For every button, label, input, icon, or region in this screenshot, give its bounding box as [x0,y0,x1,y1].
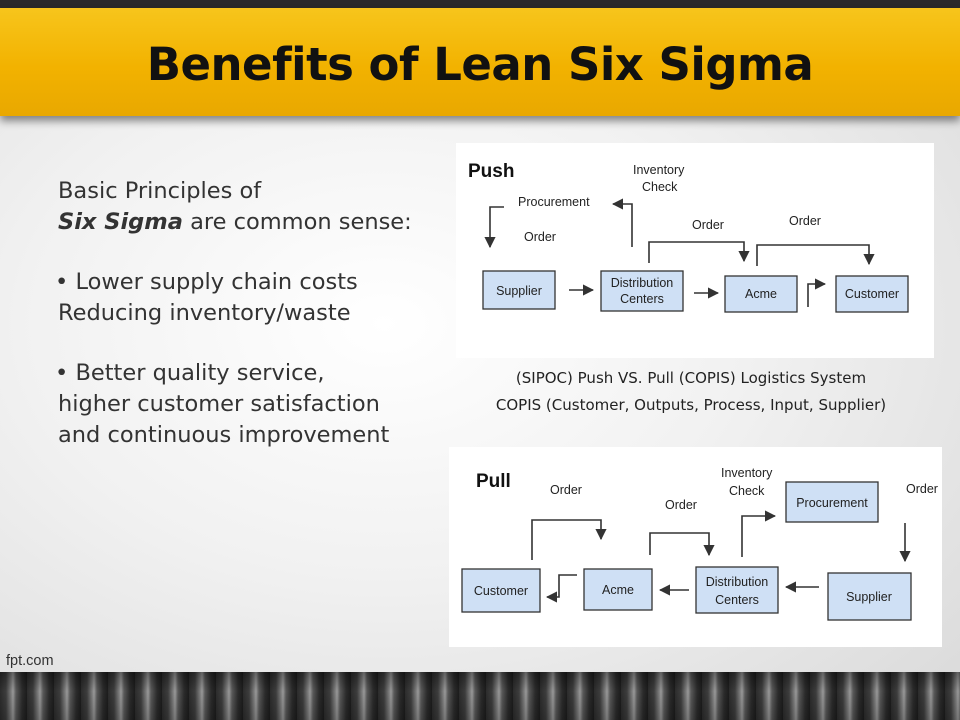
bullet-1: • Lower supply chain costs [55,267,458,298]
push-order-mid-label: Order [692,218,724,232]
pull-diagram-svg: Pull Customer Acme Distribution Centers … [461,466,938,621]
pull-procurement-label: Procurement [796,496,868,510]
pull-arrow-customer-acme-order [531,519,607,560]
principles-text: Basic Principles of Six Sigma are common… [55,176,458,451]
push-supplier-label: Supplier [496,284,542,298]
push-order-right-label: Order [789,214,821,228]
push-inventory-label-1: Inventory [633,163,685,177]
push-arrow-acme-customer [807,278,827,307]
push-order-left-label: Order [524,230,556,244]
push-distribution-label-1: Distribution [611,276,674,290]
push-inventory-label-2: Check [642,180,678,194]
pull-diagram: Pull Customer Acme Distribution Centers … [449,447,942,647]
push-acme-node [724,275,798,313]
intro-line-1: Basic Principles of [58,178,262,204]
bullet-dot-icon: • [55,360,76,386]
footer-brand: fpt.com [6,653,54,669]
pull-distribution-node [695,566,779,614]
intro-line-2: Six Sigma are common sense: [58,207,458,238]
caption-line-2: COPIS (Customer, Outputs, Process, Input… [495,396,887,414]
pull-inventory-label-1: Inventory [721,466,773,480]
pull-label: Pull [476,471,511,492]
bullet-2-line-2: higher customer satisfaction [58,391,380,417]
six-sigma-emphasis: Six Sigma [58,209,183,235]
push-arrow-dc-acme-order [648,241,750,263]
bullet-dot-icon: • [55,269,76,295]
push-supplier-node [482,270,556,310]
pull-arrow-acme-dc-order [649,532,715,557]
push-arrow-dc-procurement [611,198,633,247]
pull-order-right-label: Order [906,482,938,496]
pull-supplier-node [827,572,912,621]
pull-order-mid-label: Order [665,498,697,512]
push-customer-node [835,275,909,313]
pull-acme-node [583,568,653,611]
push-label: Push [468,161,514,182]
pull-acme-label: Acme [602,583,634,597]
push-acme-label: Acme [745,287,777,301]
push-diagram: Push Supplier Distribution Centers Acme … [456,143,934,358]
bullet-1-line-2: Reducing inventory/waste [58,300,351,326]
push-procurement-label: Procurement [518,195,590,209]
pull-inventory-label-2: Check [729,484,765,498]
bullet-2-line-3: and continuous improvement [58,422,390,448]
caption-line-1: (SIPOC) Push VS. Pull (COPIS) Logistics … [515,369,867,387]
pull-procurement-node [785,481,879,523]
pull-distribution-label-1: Distribution [706,575,769,589]
title-bar: Benefits of Lean Six Sigma [0,8,960,116]
pull-arrow-dc-procurement [741,510,777,557]
push-arrow-acme-customer-order [756,244,875,266]
push-customer-label: Customer [845,287,899,301]
intro-line-2-rest: are common sense: [182,209,412,235]
bullet-2-line-1: Better quality service, [75,360,325,386]
push-distribution-label-2: Centers [620,292,664,306]
bullet-2: • Better quality service, [55,358,458,389]
slide-title: Benefits of Lean Six Sigma [146,38,814,91]
pull-customer-label: Customer [474,584,528,598]
pull-arrow-acme-customer [545,574,577,603]
pull-order-left-label: Order [550,483,582,497]
pull-supplier-label: Supplier [846,590,892,604]
top-strip [0,0,960,8]
pull-customer-node [461,568,541,613]
pull-distribution-label-2: Centers [715,593,759,607]
bullet-1-line-1: Lower supply chain costs [75,269,358,295]
push-arrow-procurement-supplier [484,206,504,249]
push-diagram-svg: Push Supplier Distribution Centers Acme … [468,161,909,313]
decorative-bottom-band [0,672,960,720]
push-distribution-node [600,270,684,312]
